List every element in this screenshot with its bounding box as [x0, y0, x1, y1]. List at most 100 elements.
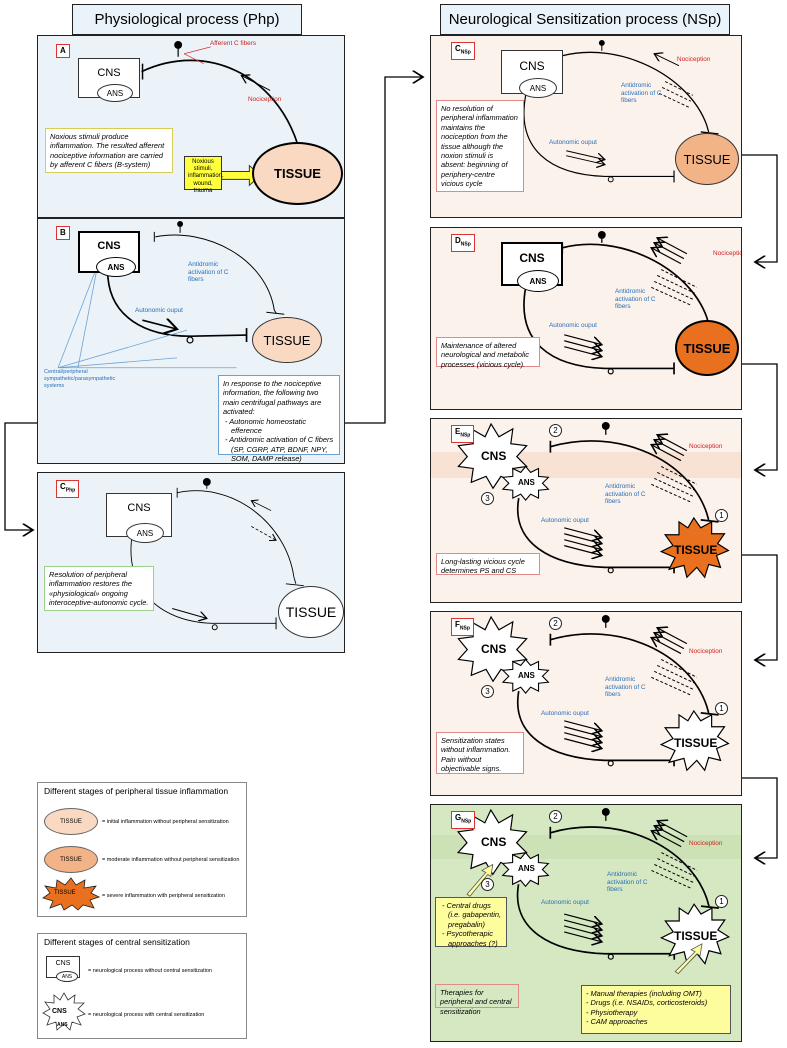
php-header: Physiological process (Php): [72, 4, 302, 35]
legend-central-sensitization: Different stages of central sensitizatio…: [37, 933, 247, 1039]
tissue-star: TISSUE: [674, 736, 718, 750]
ans-oval: ANS: [96, 257, 136, 277]
tissue-star: TISSUE: [674, 929, 718, 943]
panel-g: GNSp Nociception CNS ANS 2 3 1 Antidromi…: [430, 804, 742, 1042]
panel-d: DNSp Nociception CNS ANS Antidromic acti…: [430, 227, 742, 410]
legend-tissue-severe-star: [42, 877, 100, 911]
panel-c-nsp: CNSp Nociception CNS ANS Antidromic acti…: [430, 35, 742, 218]
panel-g-label: GNSp: [451, 811, 476, 829]
badge-2: 2: [549, 810, 562, 823]
panel-b-label: B: [56, 226, 70, 240]
legend-central-title: Different stages of central sensitizatio…: [44, 937, 190, 947]
legend-row-severe: = severe inflammation with peripheral se…: [102, 893, 226, 899]
badge-3: 3: [481, 492, 494, 505]
legend-ans-oval: ANS: [56, 971, 78, 982]
badge-2: 2: [549, 424, 562, 437]
tissue-star: TISSUE: [674, 543, 718, 557]
antidromic-label: Antidromic activation of C fibers: [607, 871, 648, 894]
panel-f-pathways: [457, 614, 730, 772]
peripheral-therapy-item: - Manual therapies (including OMT): [586, 989, 702, 998]
ans-star: ANS: [518, 478, 535, 487]
nociception-label: Nociception: [713, 250, 741, 257]
legend-tissue-inflammation: Different stages of peripheral tissue in…: [37, 782, 247, 917]
panel-e-pathways: [457, 421, 730, 579]
panel-b: B CNS ANS Antidromic activation of C fib…: [37, 218, 345, 464]
panel-e-label: ENSp: [451, 425, 475, 443]
tissue-oval: TISSUE: [675, 133, 739, 185]
panel-a: A Afferent C fibers Nociception CNS ANS …: [37, 35, 345, 218]
panel-g-pathways: [456, 807, 731, 975]
panel-a-note: Noxious stimuli produce inflammation. Th…: [45, 128, 173, 173]
nociception-label: Nociception: [689, 648, 723, 655]
panel-b-note-item: - Autonomic homeostatic efference: [225, 416, 307, 436]
autonomic-output-label: Autonomic ouput: [549, 139, 597, 146]
panel-c-php-note: Resolution of peripheral inflammation re…: [44, 566, 154, 611]
panel-f: FNSp Nociception CNS ANS 2 3 1 Antidromi…: [430, 611, 742, 796]
autonomic-output-label: Autonomic ouput: [135, 307, 183, 314]
nsp-header: Neurological Sensitization process (NSp): [440, 4, 730, 35]
systems-label: Central/peripheral sympathetic/parasympa…: [44, 369, 116, 389]
central-therapies-box: - Central drugs (i.e. gabapentin, pregab…: [435, 897, 507, 948]
legend-tissue-light: TISSUE: [44, 808, 98, 835]
legend-cns-star-text: CNS: [52, 1008, 67, 1015]
legend-row-moderate: = moderate inflammation without peripher…: [102, 857, 240, 863]
legend-severe-tissue-text: TISSUE: [54, 890, 76, 896]
badge-2: 2: [549, 617, 562, 630]
panel-e: ENSp Nociception CNS ANS 2 3 1 Antidromi…: [430, 418, 742, 603]
panel-g-note: Therapies for peripheral and central sen…: [435, 984, 519, 1016]
peripheral-therapy-item: - Physiotherapy: [586, 1007, 638, 1017]
badge-3: 3: [481, 685, 494, 698]
antidromic-label: Antidromic activation of C fibers: [621, 82, 662, 105]
panel-d-pathways: [523, 230, 719, 375]
cns-star: CNS: [481, 449, 507, 463]
central-therapy-item: - Psycotherapic approaches (?): [442, 929, 498, 948]
autonomic-output-label: Autonomic ouput: [549, 322, 597, 329]
peripheral-therapies-box: - Manual therapies (including OMT) - Dru…: [581, 985, 731, 1034]
panel-c-php-pathways: [130, 477, 304, 631]
nociception-label: Nociception: [689, 840, 723, 847]
cns-star: CNS: [481, 835, 507, 849]
nociception-label: Nociception: [677, 56, 711, 63]
badge-1: 1: [715, 702, 728, 715]
legend-tissue-moderate: TISSUE: [44, 846, 98, 873]
legend-row-with: = neurological process with central sens…: [88, 1012, 205, 1018]
panel-e-note: Long-lasting vicious cycle determines PS…: [436, 553, 540, 575]
autonomic-output-label: Autonomic ouput: [541, 710, 589, 717]
panel-d-note: Maintenance of altered neurological and …: [436, 337, 540, 369]
ans-oval: ANS: [97, 84, 133, 102]
ans-star: ANS: [518, 671, 535, 680]
nociception-label: Nociception: [248, 96, 282, 103]
autonomic-output-label: Autonomic ouput: [541, 517, 589, 524]
panel-c-php-label: CPhp: [56, 480, 80, 498]
noxious-stimuli-box: Noxious stimuli, inflammation, wound, tr…: [184, 156, 224, 194]
ans-oval: ANS: [126, 523, 164, 543]
badge-1: 1: [715, 509, 728, 522]
legend-tissue-title: Different stages of peripheral tissue in…: [44, 786, 229, 796]
legend-cns-star: [42, 992, 86, 1031]
peripheral-therapy-item: - CAM approaches: [586, 1017, 648, 1027]
afferent-c-fibers-label: Afferent C fibers: [210, 40, 257, 47]
cns-star: CNS: [481, 642, 507, 656]
central-therapy-item: - Central drugs (i.e. gabapentin, pregab…: [442, 901, 502, 929]
antidromic-label: Antidromic activation of C fibers: [188, 261, 229, 284]
panel-c-php: CPhp CNS ANS Resolution of peripheral in…: [37, 472, 345, 653]
antidromic-label: Antidromic activation of C fibers: [605, 483, 646, 506]
tissue-oval: TISSUE: [252, 317, 322, 363]
legend-ans-star-text: ANS: [57, 1022, 68, 1028]
badge-3: 3: [481, 878, 494, 891]
panel-b-pathways: [57, 220, 285, 369]
badge-1: 1: [715, 895, 728, 908]
panel-b-note: In response to the nociceptive informati…: [218, 375, 340, 463]
legend-row-without: = neurological process without central s…: [88, 968, 212, 974]
tissue-oval: TISSUE: [675, 320, 739, 376]
panel-f-label: FNSp: [451, 618, 474, 636]
legend-row-initial: = initial inflammation without periphera…: [102, 819, 229, 825]
autonomic-output-label: Autonomic ouput: [541, 899, 589, 906]
tissue-oval: TISSUE: [252, 142, 343, 205]
tissue-oval: TISSUE: [278, 586, 344, 638]
antidromic-label: Antidromic activation of C fibers: [605, 676, 646, 699]
panel-f-note: Sensitization states without inflammatio…: [436, 732, 524, 774]
ans-star: ANS: [518, 864, 535, 873]
peripheral-therapy-item: - Drugs (i.e. NSAIDs, corticosteroids): [586, 998, 708, 1008]
